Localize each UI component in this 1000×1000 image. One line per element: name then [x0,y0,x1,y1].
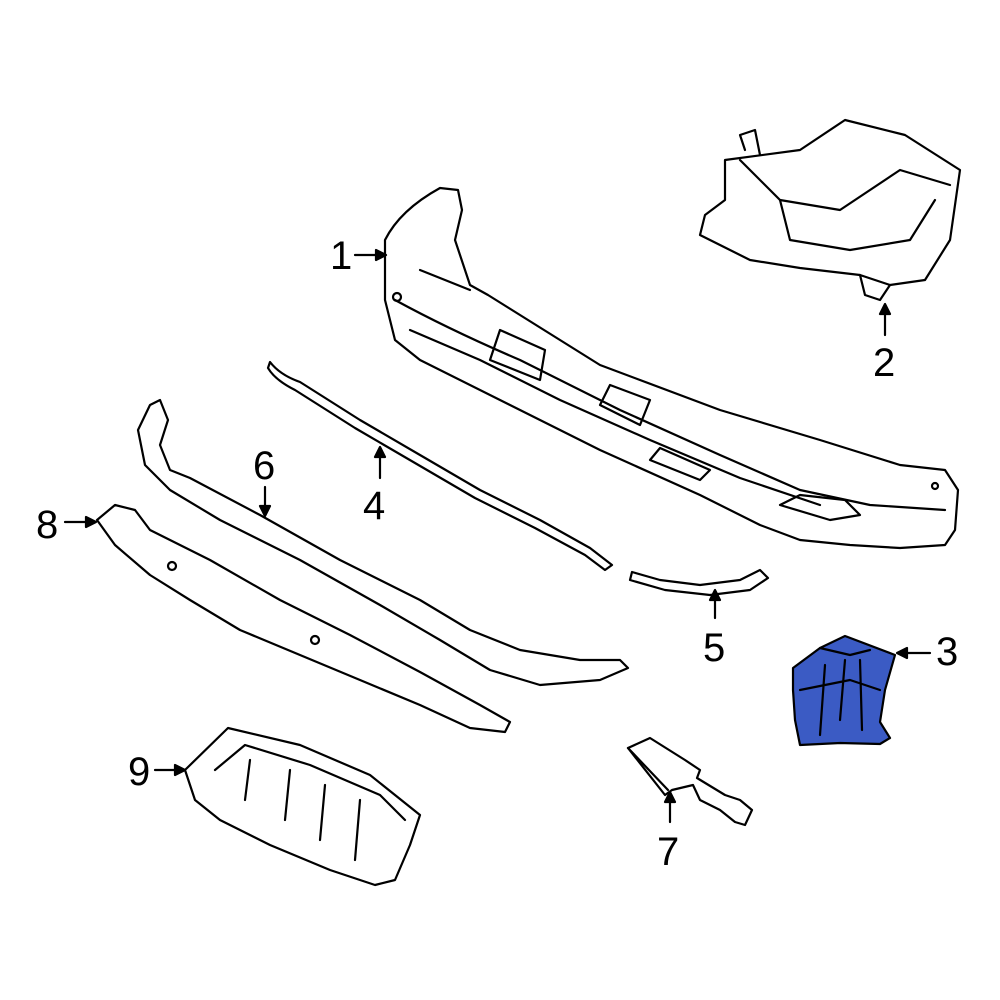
part-9-skid-plate[interactable] [183,726,422,887]
callout-4: 4 [363,484,386,528]
callout-7: 7 [657,830,680,874]
part-7-small-bracket[interactable] [626,736,754,827]
part-5-side-molding[interactable] [628,568,770,597]
callout-8: 8 [36,503,59,547]
part-4-upper-molding[interactable] [266,360,614,572]
callout-5: 5 [703,626,726,670]
part-6-lower-molding[interactable] [136,398,630,687]
callout-3: 3 [936,630,959,674]
callout-2: 2 [873,341,896,385]
part-8-lower-valance[interactable] [95,503,512,734]
part-3-side-bracket[interactable] [791,634,897,747]
part-2-upper-bracket[interactable] [698,118,962,302]
callout-6: 6 [253,444,276,488]
part-1-bumper-cover[interactable] [383,186,960,550]
callout-9: 9 [128,750,151,794]
leader-arrows [63,248,932,824]
callout-1: 1 [330,234,353,278]
